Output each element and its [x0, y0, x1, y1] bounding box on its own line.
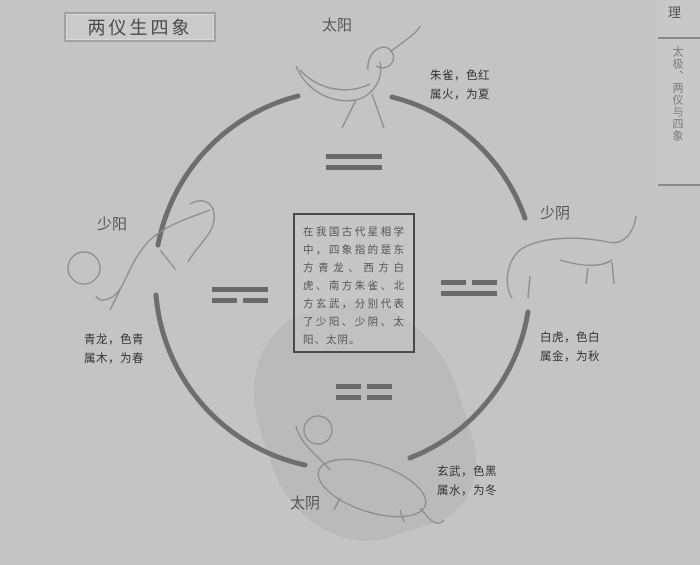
desc-line: 朱雀，色红 — [430, 68, 490, 82]
vermilion-bird-icon — [295, 25, 421, 129]
symbol-name-shaoyang: 少阳 — [97, 215, 128, 233]
white-tiger-icon — [506, 215, 637, 299]
desc-line: 玄武，色黑 — [437, 464, 497, 478]
desc-line: 属火，为夏 — [430, 87, 490, 101]
four-symbols-ring — [67, 25, 637, 524]
page-margin-strip — [656, 0, 700, 186]
desc-line: 属金，为秋 — [540, 349, 600, 363]
desc-line: 白虎，色白 — [540, 330, 600, 344]
yao-taiyang — [326, 154, 382, 176]
yin-line — [336, 384, 392, 389]
chapter-char: 理 — [668, 6, 682, 21]
margin-divider — [658, 37, 700, 39]
yin-line — [212, 298, 268, 303]
desc-line: 青龙，色青 — [84, 332, 144, 346]
explanation-box: 在我国古代星相学中，四象指的是东方青龙、西方白虎、南方朱雀、北方玄武，分别代表了… — [293, 213, 415, 353]
symbol-name-taiyang: 太阳 — [322, 16, 353, 34]
yao-taiyin — [336, 384, 392, 406]
black-tortoise-icon — [295, 415, 445, 524]
symbol-desc-azure-dragon: 青龙，色青 属木，为春 — [84, 330, 144, 368]
desc-line: 属木，为春 — [84, 351, 144, 365]
symbol-name-shaoyin: 少阴 — [540, 204, 571, 222]
yao-shaoyang — [212, 287, 268, 309]
desc-line: 属水，为冬 — [437, 483, 497, 497]
yin-line — [336, 395, 392, 400]
yang-line — [212, 287, 268, 292]
yang-line — [326, 165, 382, 170]
margin-divider — [658, 184, 700, 186]
symbol-desc-black-tortoise: 玄武，色黑 属水，为冬 — [437, 462, 497, 500]
yin-line — [441, 280, 497, 285]
yang-line — [326, 154, 382, 159]
azure-dragon-icon — [67, 200, 215, 311]
symbol-name-taiyin: 太阴 — [290, 494, 321, 512]
chapter-vertical-title: 太极、两仪与四象 — [671, 46, 684, 142]
symbol-desc-white-tiger: 白虎，色白 属金，为秋 — [540, 328, 600, 366]
yao-shaoyin — [441, 280, 497, 302]
page-title: 两仪生四象 — [64, 12, 216, 42]
yang-line — [441, 291, 497, 296]
explanation-text: 在我国古代星相学中，四象指的是东方青龙、西方白虎、南方朱雀、北方玄武，分别代表了… — [303, 226, 405, 346]
page-title-text: 两仪生四象 — [87, 18, 193, 39]
symbol-desc-vermilion-bird: 朱雀，色红 属火，为夏 — [430, 66, 490, 104]
